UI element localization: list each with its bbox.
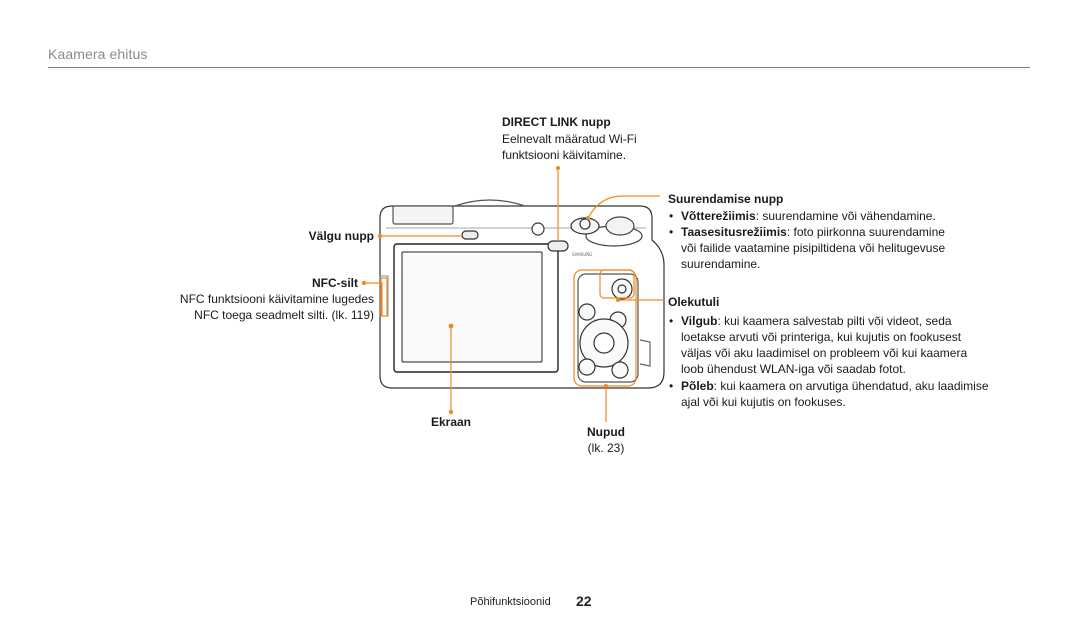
zoom-continuation-2: suurendamine. xyxy=(681,257,761,271)
leader-endpoints xyxy=(361,166,620,415)
direct-link-desc-1: Eelnevalt määratud Wi-Fi xyxy=(502,132,637,146)
leader-lines xyxy=(364,168,664,422)
status-lamp-bullets-2: Põleb: kui kaamera on arvutiga ühendatud… xyxy=(668,378,989,394)
zoom-bullet-playback: Taasesitusrežiimis: foto piirkonna suure… xyxy=(668,224,945,240)
zoom-title: Suurendamise nupp xyxy=(668,192,784,206)
direct-link-desc-2: funktsiooni käivitamine. xyxy=(502,148,627,162)
zoom-continuation-1: või failide vaatamine pisipiltidena või … xyxy=(681,241,946,255)
status-lamp-bullets: Vilgub: kui kaamera salvestab pilti või … xyxy=(668,313,952,329)
light-button-title: Välgu nupp xyxy=(308,229,374,243)
status-lamp-on-2: ajal või kui kujutis on fookuses. xyxy=(681,395,846,409)
brand-mark: SAMSUNG xyxy=(572,252,592,257)
highlight-boxes xyxy=(380,269,637,387)
status-lamp-blink-2: loetakse arvuti või printeriga, kui kuju… xyxy=(681,330,962,344)
nfc-desc-2: NFC toega seadmelt silti. (lk. 119) xyxy=(194,308,374,322)
status-lamp-blink: Vilgub: kui kaamera salvestab pilti või … xyxy=(668,313,952,329)
section-header: Kaamera ehitus xyxy=(48,46,148,62)
zoom-bullets: Võtterežiimis: suurendamine või vähendam… xyxy=(668,208,945,240)
screen-title: Ekraan xyxy=(430,415,472,429)
direct-link-title: DIRECT LINK nupp xyxy=(502,115,611,129)
page-number: 22 xyxy=(576,593,592,609)
status-lamp-blink-4: loob ühendust WLAN-iga või saadab fotot. xyxy=(681,362,906,376)
header-rule xyxy=(48,67,1030,68)
buttons-page-ref: (lk. 23) xyxy=(587,441,625,455)
nfc-title: NFC-silt xyxy=(312,276,358,290)
footer-section-name: Põhifunktsioonid xyxy=(470,596,551,608)
status-lamp-blink-3: väljas või aku laadimisel on probleem võ… xyxy=(681,346,968,360)
camera-body xyxy=(379,199,665,389)
buttons-title: Nupud xyxy=(587,425,625,439)
status-lamp-on: Põleb: kui kaamera on arvutiga ühendatud… xyxy=(668,378,989,394)
zoom-bullet-shooting: Võtterežiimis: suurendamine või vähendam… xyxy=(668,208,945,224)
status-lamp-title: Olekutuli xyxy=(668,295,720,309)
nfc-desc-1: NFC funktsiooni käivitamine lugedes xyxy=(179,292,374,306)
